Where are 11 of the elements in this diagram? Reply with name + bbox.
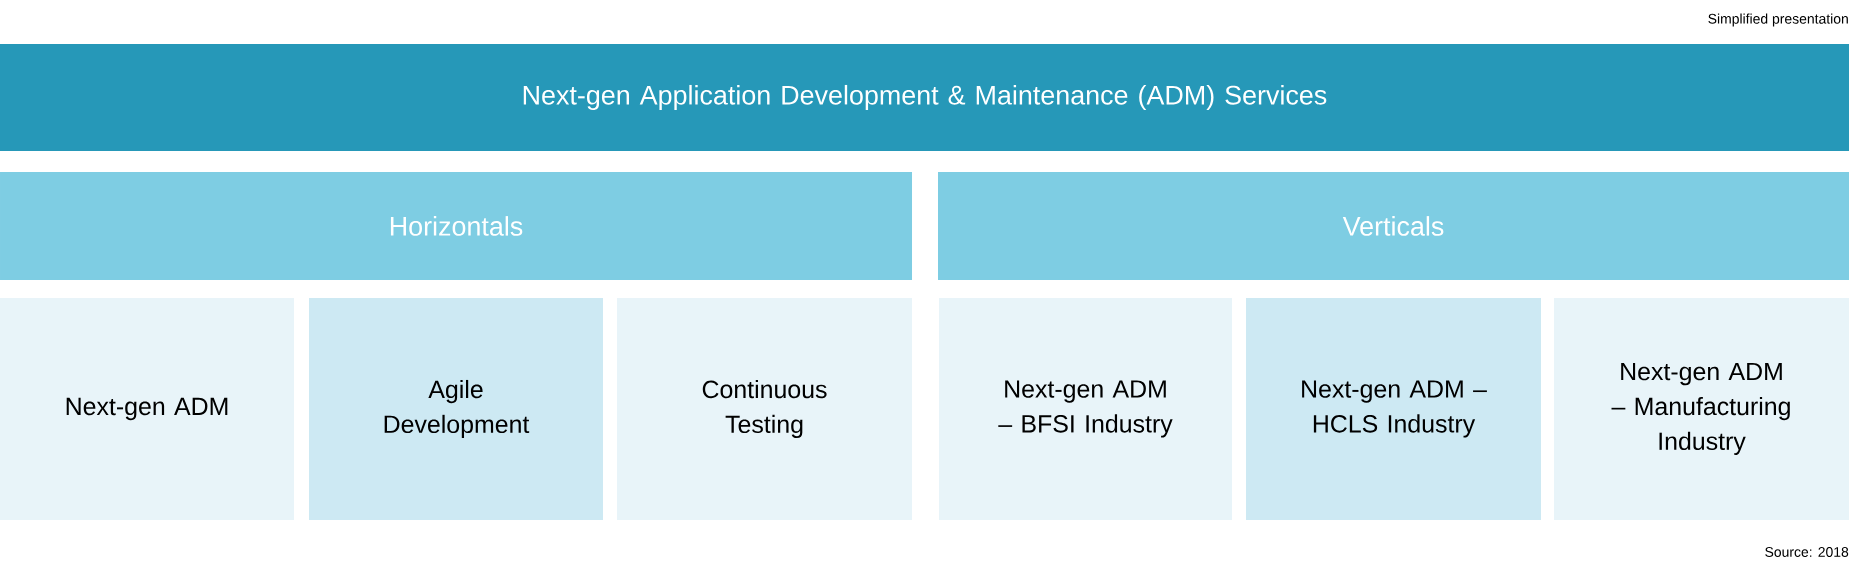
- service-box: Agile Development: [309, 298, 603, 520]
- service-box: Continuous Testing: [617, 298, 912, 520]
- service-box: Next-gen ADM – BFSI Industry: [939, 298, 1232, 520]
- service-box: Next-gen ADM – HCLS Industry: [1246, 298, 1541, 520]
- note-text: Simplified presentation: [1708, 13, 1848, 27]
- source-note: Source: 2018: [1765, 547, 1849, 557]
- title-banner: Next-gen Application Development & Maintenance (ADM) Services: [0, 44, 1849, 151]
- category-band: Horizontals: [0, 172, 912, 280]
- category-band: Verticals: [938, 172, 1849, 280]
- service-box: Next-gen ADM – Manufacturing Industry: [1554, 298, 1849, 520]
- service-box: Next-gen ADM: [0, 298, 294, 520]
